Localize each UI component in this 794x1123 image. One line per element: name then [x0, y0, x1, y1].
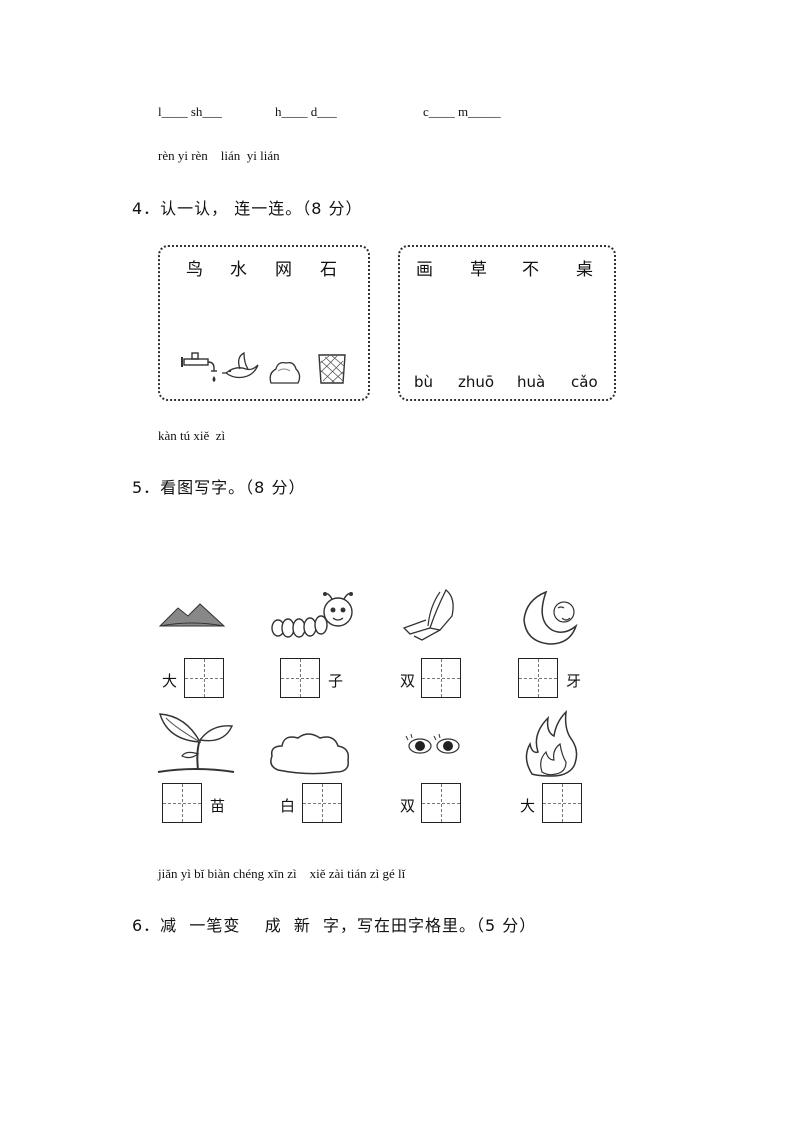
- q6-pinyin: jiǎn yì bǐ biàn chéng xīn zì xiě zài tiá…: [158, 866, 406, 881]
- writing-grid[interactable]: [542, 783, 582, 823]
- stone-icon: [269, 361, 301, 384]
- blank-item-2: h____ d___: [275, 104, 337, 119]
- bird-icon: [222, 351, 259, 379]
- q5-label: 大: [162, 672, 178, 690]
- q4-title: 4．认一认， 连一连。（8 分）: [132, 199, 363, 218]
- faucet-icon: [181, 352, 217, 382]
- q4-char: 石: [320, 260, 337, 280]
- caterpillar-icon: [271, 592, 353, 638]
- q4-box-left: 鸟 水 网 石: [158, 245, 370, 401]
- moon-icon: [523, 590, 578, 645]
- q4-char: 不: [522, 260, 539, 280]
- q4-pinyin: rèn yi rèn lián yi lián: [158, 148, 280, 163]
- q4-char: 草: [470, 260, 487, 280]
- net-icon: [318, 354, 346, 384]
- eyes-icon: [405, 733, 460, 754]
- sprout-icon: [157, 713, 235, 773]
- q4-pinyin-item: huà: [517, 373, 546, 391]
- writing-grid[interactable]: [280, 658, 320, 698]
- q4-box-right: 画 草 不 桌 bù zhuō huà cǎo: [398, 245, 616, 401]
- hands-icon: [402, 588, 454, 641]
- writing-grid[interactable]: [421, 783, 461, 823]
- fire-icon: [525, 709, 578, 777]
- q5-label: 大: [520, 797, 536, 815]
- q4-char: 鸟: [186, 260, 203, 280]
- q5-label: 子: [328, 672, 344, 690]
- q4-pinyin-item: cǎo: [571, 373, 598, 391]
- cloud-icon: [270, 733, 350, 775]
- q5-label: 牙: [566, 672, 582, 690]
- q5-pinyin: kàn tú xiě zì: [158, 428, 226, 443]
- q4-pinyin-item: bù: [414, 373, 434, 391]
- q5-label: 苗: [210, 797, 226, 815]
- writing-grid[interactable]: [184, 658, 224, 698]
- q4-pinyin-item: zhuō: [458, 373, 495, 391]
- writing-grid[interactable]: [162, 783, 202, 823]
- q6-title: 6．减 一笔变 成 新 字，写在田字格里。（5 分）: [132, 916, 537, 935]
- writing-grid[interactable]: [518, 658, 558, 698]
- q4-char: 网: [275, 260, 292, 280]
- q5-label: 双: [400, 672, 416, 690]
- q4-char: 画: [416, 260, 433, 280]
- writing-grid[interactable]: [421, 658, 461, 698]
- writing-grid[interactable]: [302, 783, 342, 823]
- q4-char: 水: [230, 260, 247, 280]
- blank-item-1: l____ sh___: [158, 104, 222, 119]
- mountain-icon: [158, 603, 226, 627]
- blank-item-3: c____ m_____: [423, 104, 501, 119]
- q4-char: 桌: [576, 260, 593, 280]
- q5-label: 双: [400, 797, 416, 815]
- q5-title: 5．看图写字。（8 分）: [132, 478, 306, 497]
- q5-label: 白: [280, 797, 296, 815]
